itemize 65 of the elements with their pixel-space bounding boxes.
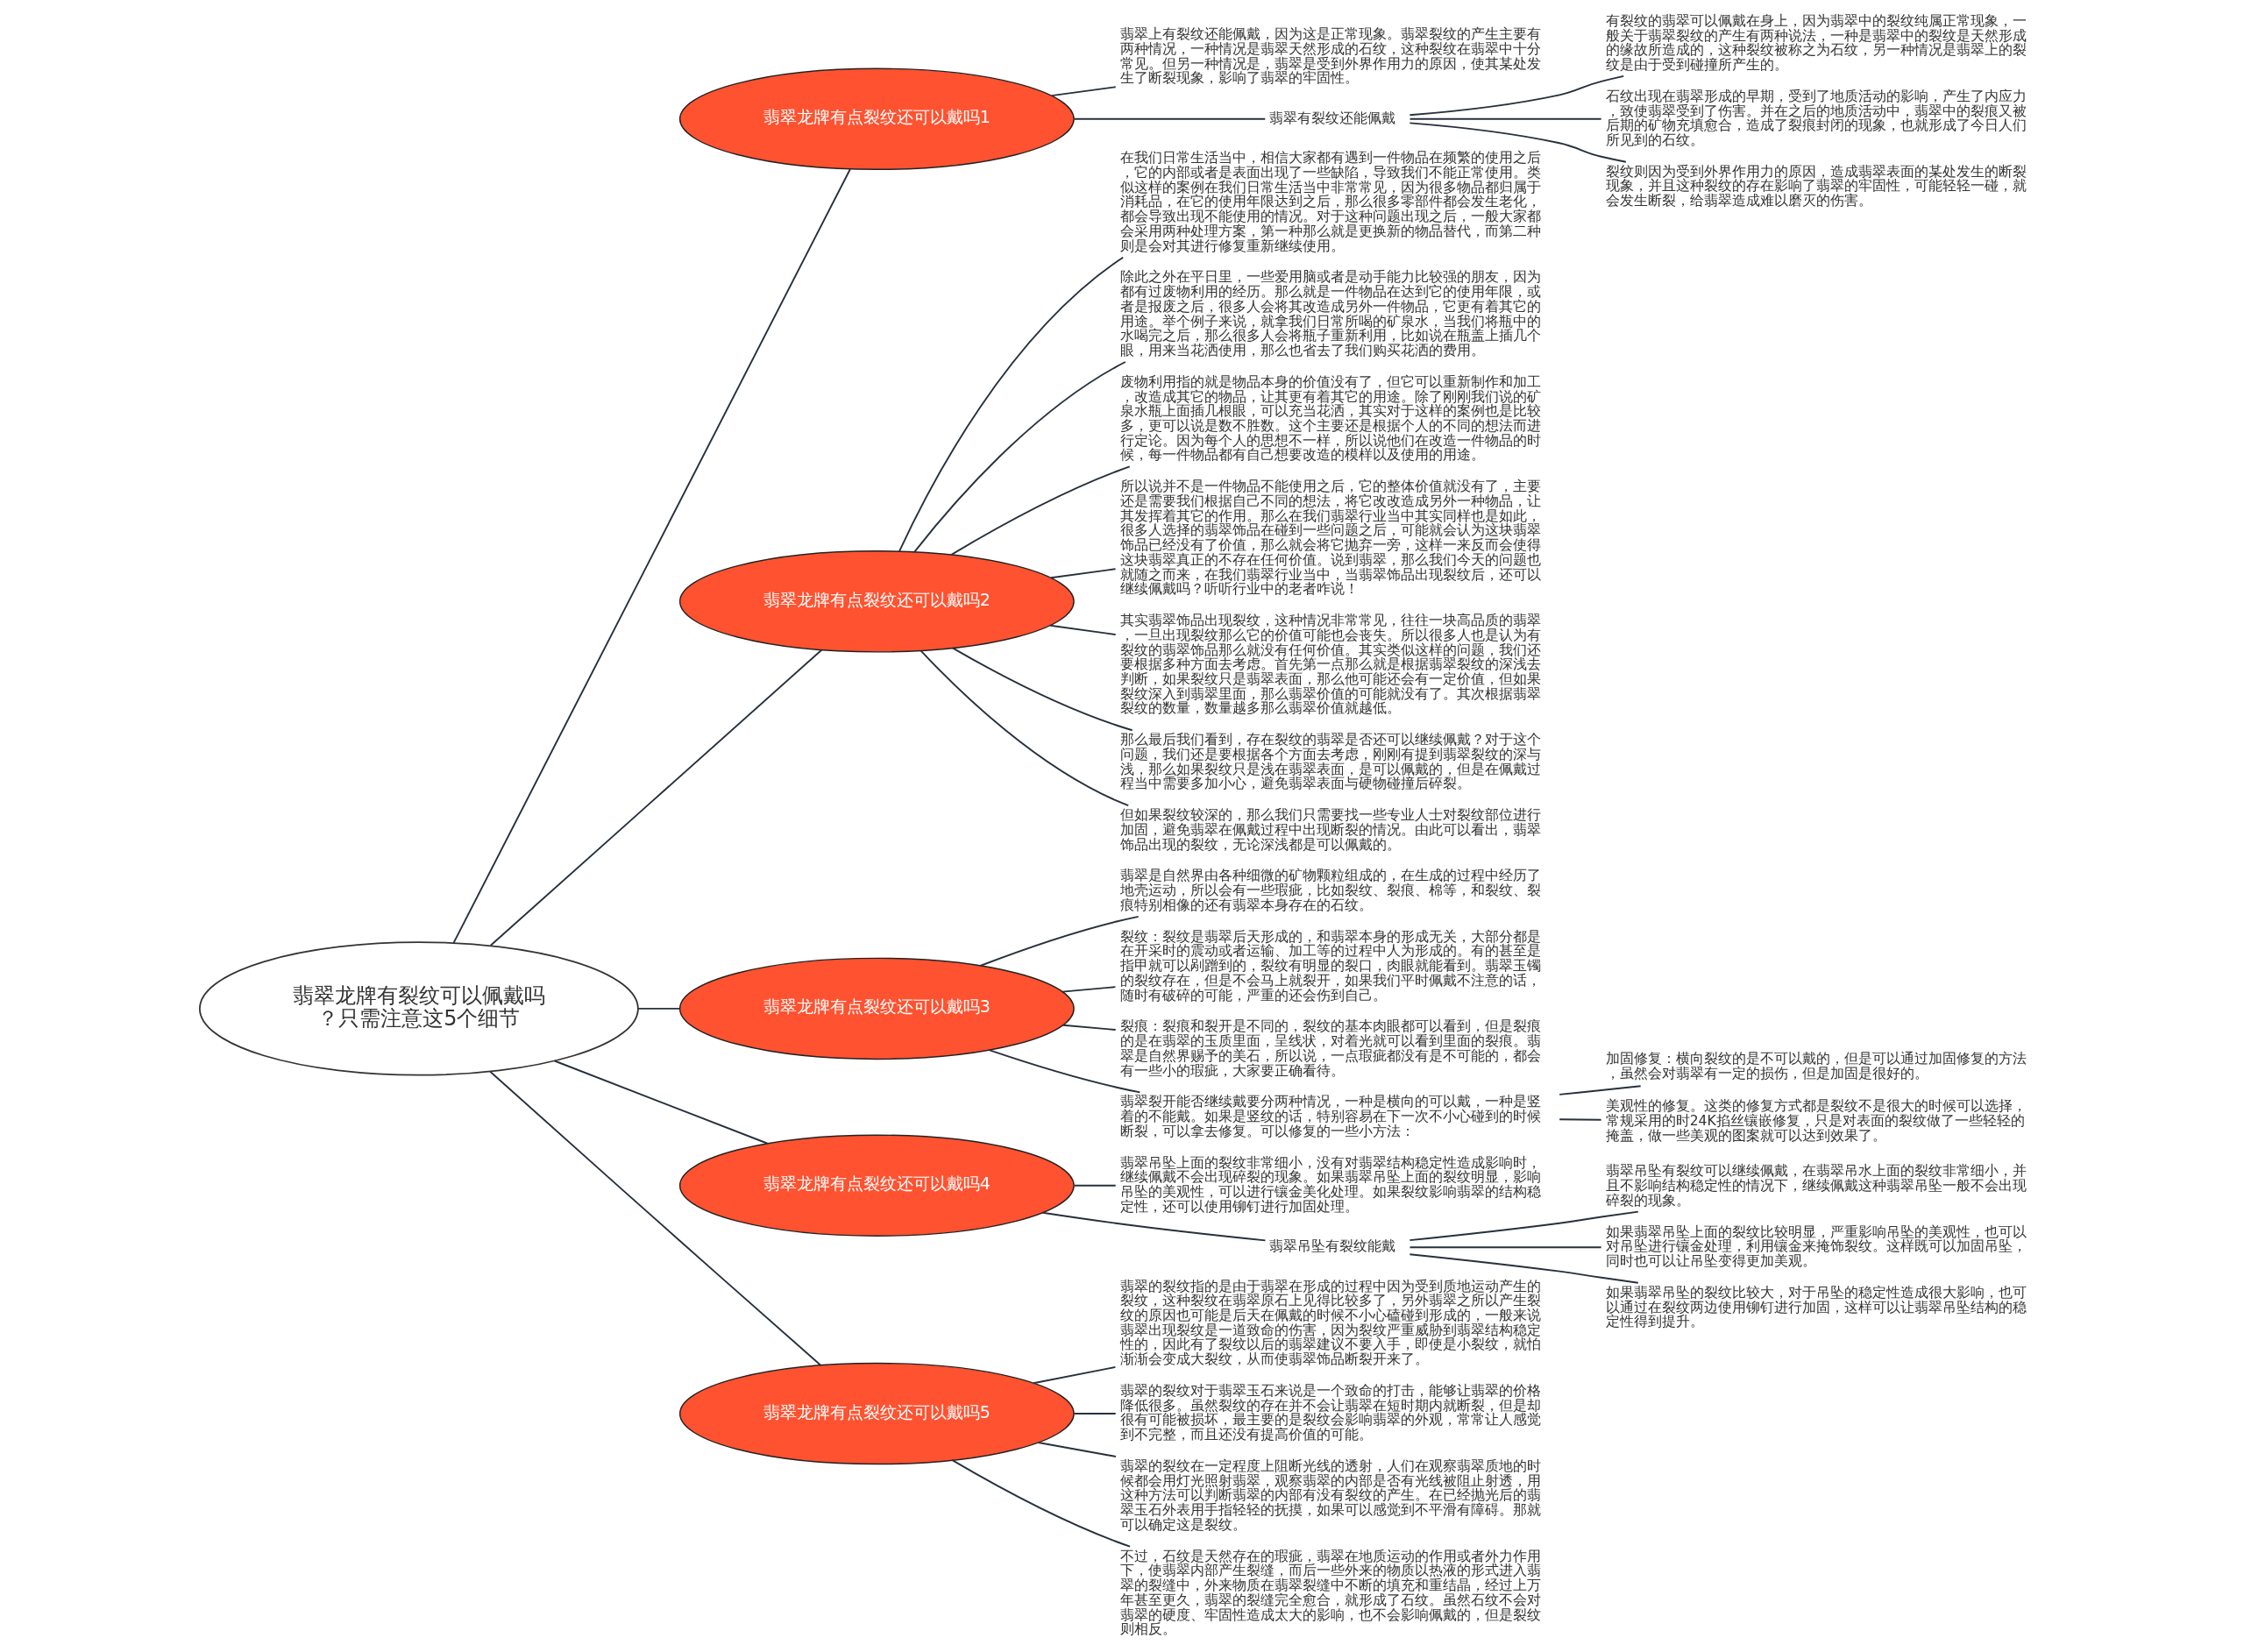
node-text: 裂痕：裂痕和裂开是不同的，裂纹的基本肉眼都可以看到，但是裂痕的是在翡翠的玉质里面，呈线状，对着光就可以看到里面的裂痕。翡翠是自然界赐予的美石，所以说，一点瑕疵都没有是不可能的，都会有一些小的瑕疵，大家要正确看待。 — [1119, 1018, 1541, 1079]
node-ellipse: 翡翠龙牌有点裂纹还可以戴吗3 — [678, 957, 1075, 1060]
connector — [951, 1459, 1131, 1548]
node-ellipse: 翡翠龙牌有点裂纹还可以戴吗1 — [678, 67, 1075, 171]
node-ellipse: 翡翠龙牌有点裂纹还可以戴吗5 — [678, 1362, 1075, 1465]
node-text: 翡翠是自然界由各种细微的矿物颗粒组成的，在生成的过程中经历了地壳运动，所以会有一些瑕疵，比如裂纹、裂痕、棉等，和裂纹、裂痕特别相像的还有翡翠本身存在的石纹。 — [1119, 868, 1541, 913]
connector — [1037, 1442, 1117, 1457]
node-text: 翡翠的裂纹指的是由于翡翠在形成的过程中因为受到质地运动产生的裂纹，这种裂纹在翡翠原石上见得比较多了，另外翡翠之所以产生裂纹的原因也可能是后天在佩戴的时候不小心磕碰到形成的，一般来说翡翠出现裂纹是一道致命的伤害，因为裂纹严重威胁到翡翠结构稳定性的，因此有了裂纹以后的翡翠建议不要入手，即使是小裂纹，就怕渐渐会变成大裂纹，从而使翡翠饰品断裂开来了。 — [1119, 1278, 1541, 1368]
connector — [898, 256, 1124, 553]
connector — [988, 1049, 1140, 1094]
node-text: 翡翠的裂纹对于翡翠玉石来说是一个致命的打击，能够让翡翠的价格降低很多。虽然裂纹的存在并不会让翡翠在短时期内就断裂，但是却很有可能被损坏，最主要的是裂纹会影响翡翠的外观，常常让人感觉到不完整，而且还没有提高价值的可能。 — [1119, 1383, 1541, 1443]
node-text: 石纹出现在翡翠形成的早期，受到了地质活动的影响，产生了内应力，致使翡翠受到了伤害。并在之后的地质活动中，翡翠中的裂痕又被后期的矿物充填愈合，造成了裂痕封闭的现象，也就形成了今日人们所见到的石纹。 — [1605, 88, 2027, 148]
connector — [1032, 1365, 1116, 1385]
node-text: 如果翡翠吊坠上面的裂纹比较明显，严重影响吊坠的美观性，也可以对吊坠进行镶金处理，利用镶金来掩饰裂纹。这样既可以加固吊坠，同时也可以让吊坠变得更加美观。 — [1605, 1223, 2027, 1269]
node-text: 裂纹则因为受到外界作用力的原因，造成翡翠表面的某处发生的断裂现象，并且这种裂纹的存在影响了翡翠的牢固性，可能轻轻一碰，就会发生断裂，给翡翠造成难以磨灭的伤害。 — [1605, 163, 2027, 209]
connector — [1072, 1413, 1117, 1414]
node-text: 翡翠裂开能否继续戴要分两种情况，一种是横向的可以戴，一种是竖着的不能戴。如果是竖纹的话，特别容易在下一次不小心碰到的时候断裂，可以拿去修复。可以修复的一些小方法： — [1119, 1094, 1541, 1139]
node-text: 裂纹：裂纹是翡翠后天形成的，和翡翠本身的形成无关，大部分都是在开采时的震动或者运输、加工等的过程中人为形成的。有的甚至是指甲就可以剐蹭到的，裂纹有明显的裂口，肉眼就能看到。翡翠玉镯的裂纹存在，但是不会马上就裂开，如果我们平时佩戴不注意的话，随时有破碎的可能，严重的还会伤到自己。 — [1119, 928, 1541, 1003]
connector — [1050, 86, 1117, 97]
connector — [1041, 1211, 1266, 1242]
node-text: 但如果裂纹较深的，那么我们只需要找一些专业人士对裂纹部位进行加固，避免翡翠在佩戴过程中出现断裂的情况。由此可以看出，翡翠饰品出现的裂纹，无论深浅都是可以佩戴的。 — [1119, 807, 1541, 853]
connector — [1072, 1184, 1117, 1187]
connector — [1408, 1253, 1639, 1284]
node-text: 如果翡翠吊坠的裂纹比较大，对于吊坠的稳定性造成很大影响，也可以通过在裂纹两边使用铆钉进行加固，这样可以让翡翠吊坠结构的稳定性得到提升。 — [1605, 1284, 2027, 1330]
node-text: 加固修复：横向裂纹的是不可以戴的，但是可以通过加固修复的方法，虽然会对翡翠有一定的损伤，但是加固是很好的。 — [1605, 1051, 2027, 1082]
connector — [1409, 1246, 1602, 1249]
node-text: 那么最后我们看到，存在裂纹的翡翠是否还可以继续佩戴？对于这个问题，我们还是要根据各个方面去考虑，刚刚有提到翡翠裂纹的深与浅，那么如果裂纹只是浅在翡翠表面，是可以佩戴的，但是在佩戴过程当中需要多加小心，避免翡翠表面与硬物碰撞后碎裂。 — [1119, 732, 1541, 792]
node-text: 有裂纹的翡翠可以佩戴在身上，因为翡翠中的裂纹纯属正常现象，一般关于翡翠裂纹的产生有两种说法，一种是翡翠中的裂纹是天然形成的缘故所造成的，这种裂纹被称之为石纹，另一种情况是翡翠上的裂纹是由于受到碰撞所产生的。 — [1605, 12, 2027, 73]
node-text: 废物利用指的就是物品本身的价值没有了，但它可以重新制作和加工，改造成其它的物品，让其更有着其它的用途。除了刚刚我们说的矿泉水瓶上面插几根眼，可以充当花洒，其实对于这样的案例也是比较多，更可以说是数不胜数。这个主要还是根据个人的不同的想法而进行定论。因为每个人的思想不一样，所以说他们在改造一件物品的时候，每一件物品都有自己想要改造的模样以及使用的用途。 — [1119, 373, 1541, 464]
connector — [1408, 1210, 1639, 1242]
connector — [488, 1070, 821, 1366]
connector — [636, 1007, 680, 1010]
connector — [1072, 117, 1266, 120]
node-text: 美观性的修复。这类的修复方式都是裂纹不是很大的时候可以选择，常规采用的时24K掐丝镶嵌修复，只是对表面的裂纹做了一些轻轻的掩盖，做一些美观的图案就可以达到效果了。 — [1605, 1098, 2027, 1144]
connector — [1408, 122, 1627, 163]
connector — [913, 361, 1126, 553]
node-text: 翡翠有裂纹还能佩戴 — [1268, 110, 1395, 126]
connector — [919, 649, 1129, 807]
connector — [553, 1060, 768, 1145]
connector — [1558, 1118, 1601, 1121]
node-ellipse: 翡翠龙牌有裂纹可以佩戴吗？只需注意这5个细节 — [198, 941, 639, 1076]
node-text: 不过，石纹是天然存在的瑕疵，翡翠在地质运动的作用或者外力作用下，使翡翠内部产生裂缝，而后一些外来的物质以热液的形式进入翡翠的裂缝中，外来物质在翡翠裂缝中不断的填充和重结晶，经过上万年甚至更久，翡翠的裂缝完全愈合，就形成了石纹。虽然石纹不会对翡翠的硬度、牢固性造成太大的影响，也不会影响佩戴的，但是裂纹则相反。 — [1119, 1548, 1541, 1638]
connector — [452, 168, 851, 944]
node-text: 翡翠吊坠上面的裂纹非常细小，没有对翡翠结构稳定性造成影响时，继续佩戴不会出现碎裂的现象。如果翡翠吊坠上面的裂纹明显，影响吊坠的美观性，可以进行镶金美化处理。如果裂纹影响翡翠的结构稳定性，还可以使用铆钉进行加固处理。 — [1119, 1154, 1541, 1215]
node-text: 翡翠上有裂纹还能佩戴，因为这是正常现象。翡翠裂纹的产生主要有两种情况，一种情况是翡翠天然形成的石纹，这种裂纹在翡翠中十分常见。但另一种情况是，翡翠是受到外界作用力的原因，使其某处发生了断裂现象，影响了翡翠的牢固性。 — [1119, 26, 1541, 87]
connector — [978, 915, 1140, 967]
node-text: 在我们日常生活当中，相信大家都有遇到一件物品在频繁的使用之后，它的内部或者是表面出现了一些缺陷，导致我们不能正常使用。类似这样的案例在我们日常生活当中非常常见，因为很多物品都归属于消耗品，在它的使用年限达到之后，那么很多零部件都会发生老化，都会导致出现不能使用的情况。对于这种问题出现之后，一般大家都会采用两种处理方案，第一种那么就是更换新的物品替代，而第二种则是会对其进行修复重新继续使用。 — [1119, 150, 1541, 254]
connector — [951, 647, 1133, 732]
connector — [950, 465, 1131, 556]
node-text: 除此之外在平日里，一些爱用脑或者是动手能力比较强的朋友，因为都有过废物利用的经历。那么就是一件物品在达到它的使用年限，或者是报废之后，很多人会将其改造成另外一件物品，它更有着其它的用途。举个例子来说，就拿我们日常所喝的矿泉水，当我们将瓶中的水喝完之后，那么很多人会将瓶子重新利用，比如说在瓶盖上插几个眼，用来当花洒使用，那么也省去了我们购买花洒的费用。 — [1119, 269, 1541, 358]
connector — [1062, 1024, 1117, 1031]
connector — [1409, 117, 1602, 120]
connector — [1558, 1085, 1642, 1095]
node-text: 翡翠的裂纹在一定程度上阻断光线的透射，人们在观察翡翠质地的时候都会用灯光照射翡翠，观察翡翠的内部是否有光线被阻止射透，用这种方法可以判断翡翠的内部有没有裂纹的产生。在已经抛光后的翡翠玉石外表用手指轻轻的抚摸，如果可以感觉到不平滑有障碍。那就可以确定这是裂纹。 — [1119, 1458, 1541, 1533]
connector — [1408, 74, 1624, 117]
node-text: 所以说并不是一件物品不能使用之后，它的整体价值就没有了，主要还是需要我们根据自己不同的想法，将它改改造成另外一种物品，让其发挥着其它的作用。那么在我们翡翠行业当中其实同样也是如此，很多人选择的翡翠饰品在碰到一些问题之后，可能就会认为这块翡翠饰品已经没有了价值，那么就会将它抛弃一旁，这样一来反而会使得这块翡翠真正的不存在任何价值。说到翡翠，那么我们今天的问题也就随之而来，在我们翡翠行业当中，当翡翠饰品出现裂纹后，还可以继续佩戴吗？听听行业中的老者咋说！ — [1119, 479, 1541, 598]
node-ellipse: 翡翠龙牌有点裂纹还可以戴吗2 — [678, 550, 1075, 653]
connector — [1048, 624, 1117, 636]
node-text: 翡翠吊坠有裂纹能戴 — [1268, 1238, 1395, 1255]
connector — [489, 649, 822, 947]
node-text: 其实翡翠饰品出现裂纹，这种情况非常常见，往往一块高品质的翡翠，一旦出现裂纹那么它的价值可能也会丧失。所以很多人也是认为有裂纹的翡翠饰品那么就没有任何价值。其实类似这样的问题，我们还要根据多种方面去考虑。首先第一点那么就是根据翡翠裂纹的深浅去判断，如果裂纹只是翡翠表面，那么他可能还会有一定价值，但如果裂纹深入到翡翠里面，那么翡翠价值的可能就没有了。其次根据翡翠裂纹的数量，数量越多那么翡翠价值就越低。 — [1119, 613, 1541, 717]
node-ellipse: 翡翠龙牌有点裂纹还可以戴吗4 — [678, 1134, 1075, 1237]
node-text: 翡翠吊坠有裂纹可以继续佩戴，在翡翠吊水上面的裂纹非常细小，并且不影响结构稳定性的情况下，继续佩戴这种翡翠吊坠一般不会出现碎裂的现象。 — [1605, 1163, 2027, 1209]
connector — [1049, 568, 1116, 579]
connector — [1061, 986, 1116, 993]
